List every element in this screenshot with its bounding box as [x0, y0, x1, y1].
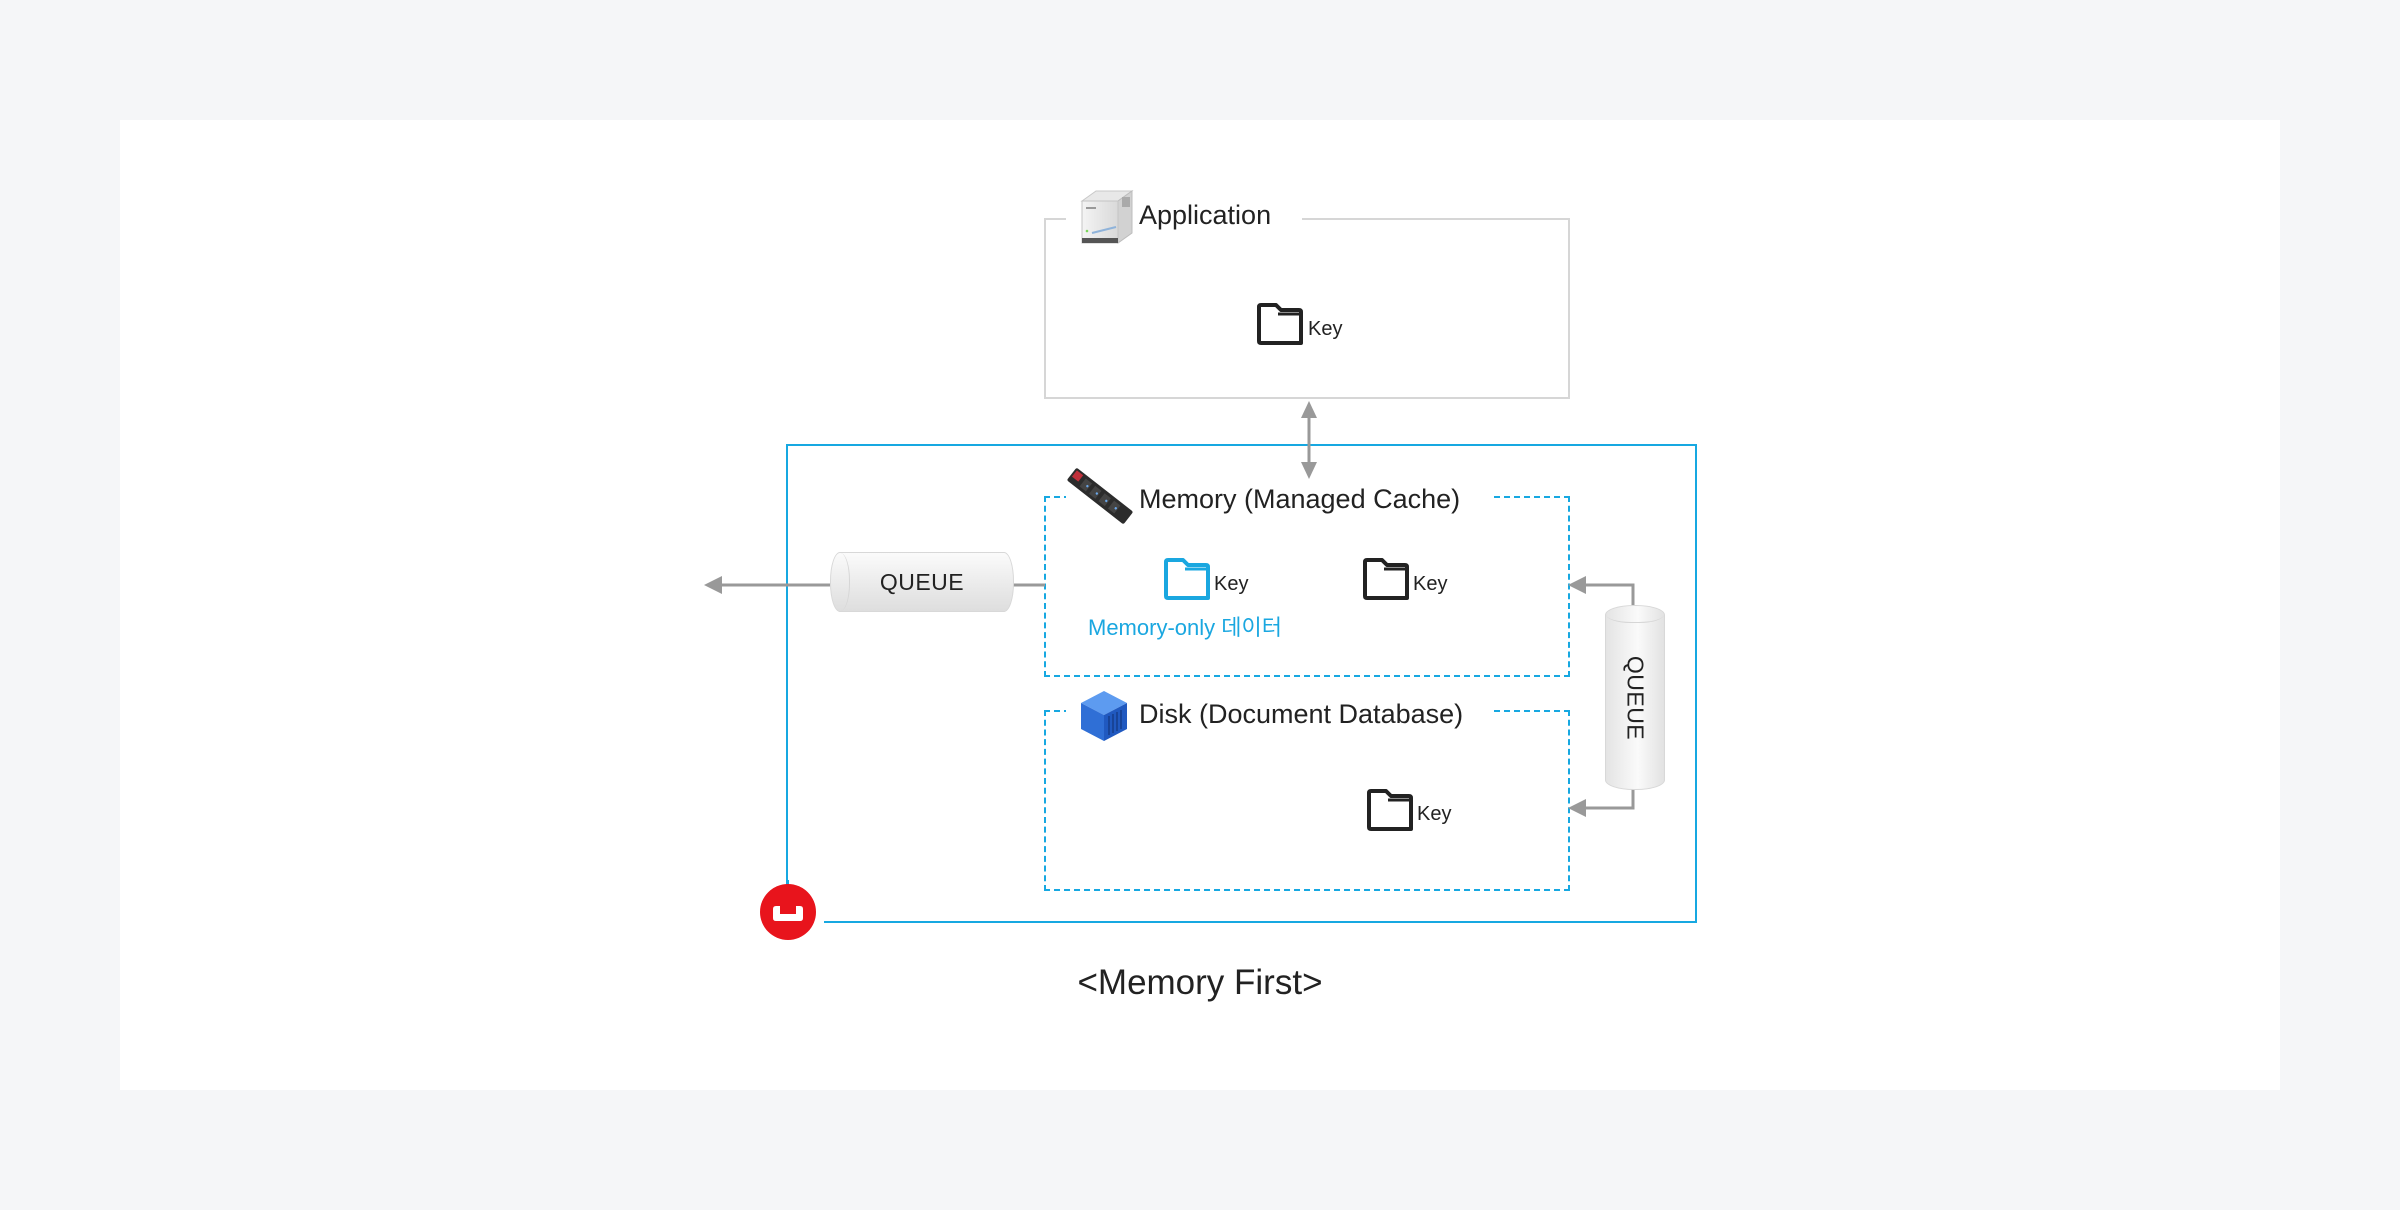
app-memory-double-arrow: [1301, 401, 1317, 479]
memory-title-mask: [1066, 483, 1490, 513]
memory-key-folder-icon: [1363, 558, 1409, 600]
queue-horizontal-label: QUEUE: [879, 568, 965, 595]
memory-only-note: Memory-only 데이터: [1088, 615, 1282, 640]
memory-title: Memory (Managed Cache): [1139, 484, 1461, 514]
memory-only-key-folder-icon: [1164, 558, 1210, 600]
diagram-card: [120, 120, 2280, 1090]
disk-title: Disk (Document Database): [1139, 699, 1464, 729]
right-queue-top-connector: [1568, 576, 1635, 605]
memory-key-label: Key: [1413, 573, 1448, 595]
disk-key-folder-icon: [1367, 789, 1413, 831]
disk-key-label: Key: [1417, 803, 1452, 825]
app-key-folder-icon: [1257, 303, 1303, 345]
memory-module-icon: [1067, 468, 1133, 524]
database-cube-icon: [1081, 691, 1127, 741]
memory-only-key-label: Key: [1214, 573, 1249, 595]
queue-horizontal: QUEUE: [830, 552, 1014, 612]
diagram-caption: <Memory First>: [1077, 963, 1323, 1002]
couchbase-cluster-box: [786, 444, 1697, 923]
queue-vertical-label: QUEUE: [1622, 655, 1649, 740]
app-key-label: Key: [1308, 318, 1343, 340]
server-icon: [1080, 190, 1134, 244]
application-box: [1044, 218, 1570, 399]
application-title: Application: [1139, 200, 1272, 230]
disk-title-mask: [1066, 697, 1494, 727]
right-queue-bottom-connector: [1568, 788, 1635, 817]
left-queue-connector: [704, 576, 1045, 594]
couchbase-logo-icon: [760, 884, 816, 940]
queue-vertical: QUEUE: [1605, 605, 1665, 790]
